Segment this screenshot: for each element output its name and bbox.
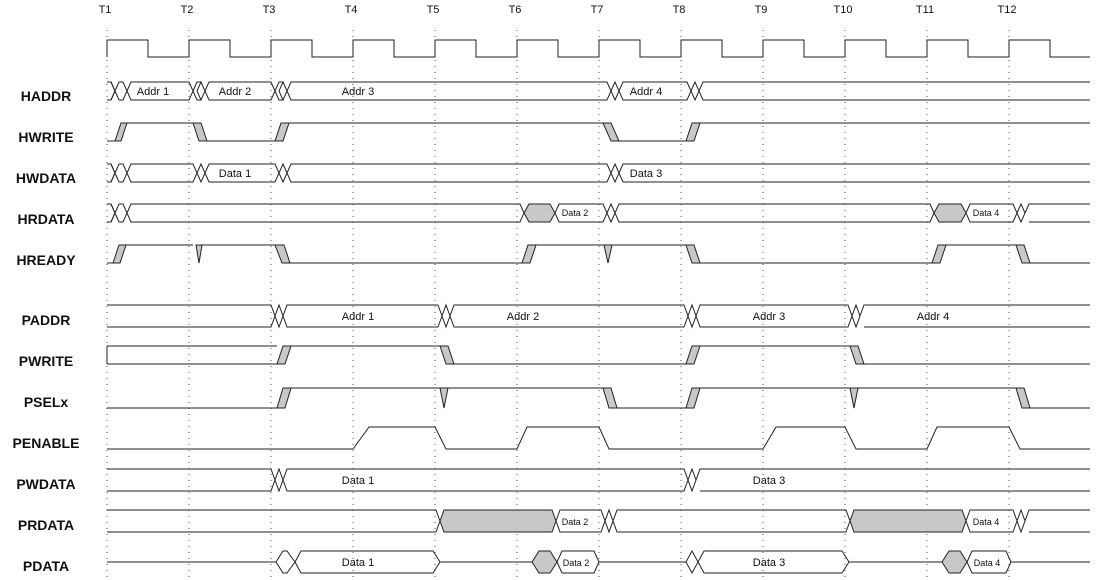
clock-tick-labels: T1 T2 T3 T4 T5 T6 T7 T8 T9 T10 T11 T12 xyxy=(99,4,1017,16)
psel-waveform xyxy=(107,387,1090,409)
pwdata-waveform xyxy=(107,467,1090,493)
pdata-value-3: Data 3 xyxy=(753,557,785,569)
grid-lines xyxy=(106,30,1010,578)
signal-label-hready: HREADY xyxy=(16,252,76,268)
haddr-value-1: Addr 1 xyxy=(137,86,169,98)
signal-label-pwrite: PWRITE xyxy=(19,353,73,369)
hwdata-waveform xyxy=(107,162,1090,184)
prdata-value-1: Data 2 xyxy=(562,517,589,527)
bus-value-labels: Addr 1 Addr 2 Addr 3 Addr 4 Data 1 Data … xyxy=(137,86,1000,569)
tick-label-t2: T2 xyxy=(181,4,194,16)
tick-label-t6: T6 xyxy=(509,4,522,16)
tick-label-t3: T3 xyxy=(263,4,276,16)
prdata-value-2: Data 4 xyxy=(973,517,1000,527)
paddr-value-1: Addr 1 xyxy=(342,311,374,323)
pwdata-value-1: Data 1 xyxy=(342,475,374,487)
hready-waveform xyxy=(107,244,1090,264)
tick-label-t11: T11 xyxy=(916,4,934,16)
hwrite-waveform xyxy=(107,122,1090,142)
signal-label-hrdata: HRDATA xyxy=(17,211,74,227)
signal-label-pwdata: PWDATA xyxy=(16,476,75,492)
hrdata-value-1: Data 2 xyxy=(562,208,589,218)
signal-label-paddr: PADDR xyxy=(22,312,71,328)
hwdata-value-1: Data 1 xyxy=(219,168,251,180)
tick-label-t7: T7 xyxy=(591,4,604,16)
haddr-value-4: Addr 4 xyxy=(630,86,662,98)
paddr-waveform xyxy=(107,303,1090,329)
paddr-value-4: Addr 4 xyxy=(917,311,949,323)
clock-waveform xyxy=(106,39,1090,58)
pdata-waveform xyxy=(107,549,1090,575)
tick-label-t8: T8 xyxy=(673,4,686,16)
hrdata-value-2: Data 4 xyxy=(973,208,1000,218)
paddr-value-2: Addr 2 xyxy=(507,311,539,323)
pwdata-value-2: Data 3 xyxy=(753,475,785,487)
pdata-value-4: Data 4 xyxy=(974,558,1001,568)
tick-label-t12: T12 xyxy=(998,4,1017,16)
pdata-value-1: Data 1 xyxy=(342,557,374,569)
signal-label-haddr: HADDR xyxy=(21,88,72,104)
prdata-waveform xyxy=(107,508,1090,534)
penable-waveform xyxy=(107,426,1090,450)
pwrite-waveform xyxy=(106,345,1090,365)
signal-label-psel: PSELx xyxy=(24,394,69,410)
hrdata-waveform xyxy=(107,202,1090,224)
tick-label-t9: T9 xyxy=(755,4,768,16)
tick-label-t5: T5 xyxy=(427,4,440,16)
paddr-value-3: Addr 3 xyxy=(753,311,785,323)
hwdata-value-2: Data 3 xyxy=(630,168,662,180)
haddr-waveform xyxy=(107,80,1090,102)
signal-label-penable: PENABLE xyxy=(13,435,80,451)
pdata-value-2: Data 2 xyxy=(563,558,590,568)
signal-label-hwrite: HWRITE xyxy=(18,129,73,145)
tick-label-t1: T1 xyxy=(99,4,112,16)
tick-label-t10: T10 xyxy=(834,4,853,16)
signal-label-hwdata: HWDATA xyxy=(16,170,76,186)
signal-labels: HADDR HWRITE HWDATA HRDATA HREADY PADDR PWRITE… xyxy=(13,88,80,574)
haddr-value-2: Addr 2 xyxy=(219,86,251,98)
haddr-value-3: Addr 3 xyxy=(342,86,374,98)
signal-label-pdata: PDATA xyxy=(23,558,69,574)
signal-label-prdata: PRDATA xyxy=(18,517,74,533)
tick-label-t4: T4 xyxy=(345,4,358,16)
